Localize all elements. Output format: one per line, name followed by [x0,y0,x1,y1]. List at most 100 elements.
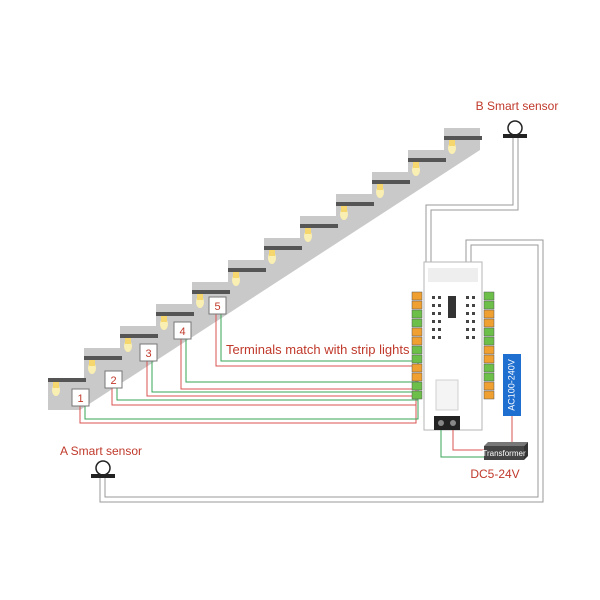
chip-dot [472,336,475,339]
a-sensor-label: A Smart sensor [60,444,142,458]
chip-dot [438,304,441,307]
transformer-icon: Transformer [482,442,528,460]
svg-text:1: 1 [77,393,83,405]
controller-board-icon [411,261,495,431]
step-number-5: 5 [208,296,227,315]
dc-wire-red [452,430,486,451]
dc-wires [440,416,513,458]
controller-chip-dots [432,296,475,339]
chip-dot [472,320,475,323]
terminal-block [483,363,495,373]
stair-tread [120,334,158,338]
terminal-block [483,318,495,328]
terminal-block [483,291,495,301]
chip-dot [472,328,475,331]
stair-tread [264,246,302,250]
wire-step1-red [79,400,417,424]
wire-b-sensor-inner [430,134,519,272]
terminal-block [483,300,495,310]
stair-tread [300,224,338,228]
dc-wire-green [440,430,486,458]
step-number-2: 2 [104,370,123,389]
chip-dot [432,312,435,315]
stair-tread [336,202,374,206]
power-terminal [434,416,460,430]
terminal-block [483,354,495,364]
led-step-light-icon [53,382,59,388]
stair-tread [408,158,446,162]
chip-dot [432,328,435,331]
wire-step3-green [151,360,419,393]
terminal-block [411,354,423,364]
terminal-block [483,327,495,337]
controller-left-terminals [411,291,423,400]
transformer-label: Transformer [482,449,526,458]
chip-dot [472,296,475,299]
step-lights [52,140,456,396]
terminal-block [483,381,495,391]
chip-dot [466,328,469,331]
led-step-light-icon [197,294,203,300]
stair-tread [444,136,482,140]
chip-dot [438,328,441,331]
controller-right-terminals [483,291,495,400]
stair-tread [84,356,122,360]
led-step-light-icon [377,184,383,190]
chip-dot [432,296,435,299]
step-number-3: 3 [139,343,158,362]
terminal-block [411,300,423,310]
terminal-block [483,336,495,346]
chip-dot [466,312,469,315]
stair-tread [372,180,410,184]
terminal-block [411,309,423,319]
sensor-icon [95,460,111,476]
svg-text:2: 2 [110,375,116,387]
chip-dot [466,320,469,323]
step-number-4: 4 [173,321,192,340]
terminal-block [483,309,495,319]
wire-step1-green [84,400,419,420]
b-smart-sensor: B Smart sensor [476,99,559,138]
stair-tread [192,290,230,294]
wire-step3-red [146,360,417,397]
chip-dot [438,320,441,323]
terminal-block [411,363,423,373]
wire-b-sensor-outer [425,134,514,272]
terminal-block [483,390,495,400]
step-number-1: 1 [71,388,90,407]
ac-input-box: AC100-240V [503,354,521,416]
wire-a-sensor-outer [99,239,544,503]
terminals-note: Terminals match with strip lights [226,342,410,357]
led-step-light-icon [305,228,311,234]
led-step-light-icon [269,250,275,256]
svg-text:4: 4 [179,326,185,338]
chip-dot [438,296,441,299]
b-sensor-label: B Smart sensor [476,99,559,113]
chip-dot [438,336,441,339]
chip-dot [432,336,435,339]
dc-output-label: DC5-24V [470,467,519,481]
terminal-block [411,327,423,337]
led-step-light-icon [125,338,131,344]
stair-treads [48,136,482,382]
sensor-wires [99,134,544,503]
chip-dot [466,336,469,339]
terminal-block [411,318,423,328]
chip-dot [432,304,435,307]
chip-dot [438,312,441,315]
ac-input-label: AC100-240V [506,359,516,411]
terminal-block [411,345,423,355]
chip-dot [472,304,475,307]
led-step-light-icon [341,206,347,212]
led-step-light-icon [161,316,167,322]
stair-tread [228,268,266,272]
led-step-light-icon [233,272,239,278]
sensor-icon [507,120,523,136]
terminal-block [411,381,423,391]
chip-dot [466,304,469,307]
led-step-light-icon [89,360,95,366]
wire-a-sensor-inner [104,244,539,498]
terminal-block [483,372,495,382]
terminal-block [411,390,423,400]
